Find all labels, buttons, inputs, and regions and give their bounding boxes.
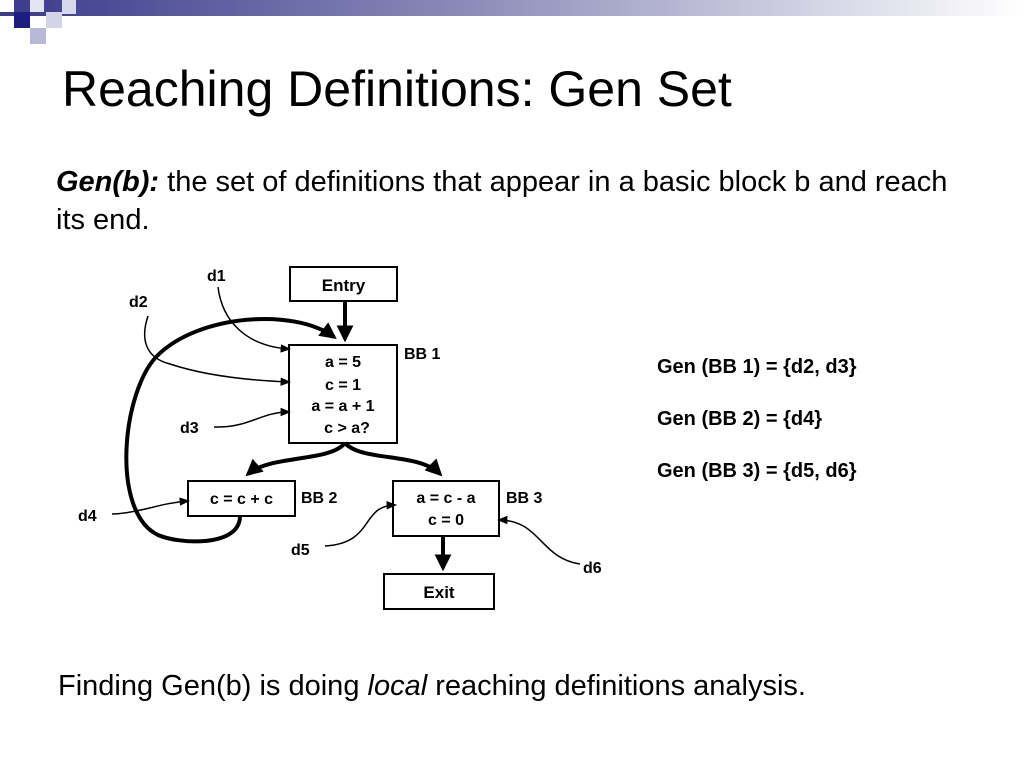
d1-pointer bbox=[217, 286, 292, 353]
footer-before: Finding Gen(b) is doing bbox=[58, 670, 368, 702]
bb2-label: BB 2 bbox=[301, 490, 338, 507]
edge-bb2-bb1-loop bbox=[124, 317, 337, 544]
d4-label: d4 bbox=[78, 508, 97, 525]
bb2-line-1: c = c + c bbox=[210, 491, 273, 508]
definition-term: Gen(b): bbox=[56, 166, 160, 198]
bb3-block bbox=[392, 480, 500, 537]
slide-title: Reaching Definitions: Gen Set bbox=[62, 61, 732, 117]
definition-text: the set of definitions that appear in a … bbox=[56, 166, 948, 236]
bb1-line-2: c = 1 bbox=[325, 377, 361, 394]
d3-pointer bbox=[213, 407, 292, 428]
gen-set-bb2: Gen (BB 2) = {d4} bbox=[657, 408, 823, 430]
d2-pointer bbox=[144, 315, 292, 386]
edge-bb1-bb3 bbox=[343, 441, 443, 477]
bb3-line-1: a = c - a bbox=[416, 490, 475, 507]
footer-emphasis: local bbox=[367, 670, 428, 702]
entry-label: Entry bbox=[322, 276, 366, 295]
d3-label: d3 bbox=[180, 420, 199, 437]
gen-set-list: Gen (BB 1) = {d2, d3} Gen (BB 2) = {d4} … bbox=[657, 352, 857, 508]
gen-definition: Gen(b): the set of definitions that appe… bbox=[56, 163, 976, 239]
gen-set-bb3: Gen (BB 3) = {d5, d6} bbox=[657, 460, 857, 482]
bb3-label: BB 3 bbox=[506, 490, 543, 507]
d5-pointer bbox=[324, 501, 398, 547]
d5-label: d5 bbox=[291, 542, 310, 559]
d6-label: d6 bbox=[583, 560, 602, 577]
exit-label: Exit bbox=[423, 583, 455, 602]
entry-node bbox=[289, 266, 398, 302]
bb1-line-1: a = 5 bbox=[325, 354, 361, 371]
footer-note: Finding Gen(b) is doing local reaching d… bbox=[58, 670, 806, 703]
bb1-line-3: a = a + 1 bbox=[311, 398, 374, 415]
d6-pointer bbox=[496, 515, 581, 565]
d2-label: d2 bbox=[129, 294, 148, 311]
bb3-line-2: c = 0 bbox=[428, 512, 464, 529]
header-gradient-bar bbox=[0, 0, 1024, 44]
bb1-line-4: c > a? bbox=[324, 420, 370, 437]
edge-bb1-bb2 bbox=[245, 441, 347, 477]
d1-label: d1 bbox=[207, 268, 226, 285]
bb1-block bbox=[288, 344, 398, 444]
d4-pointer bbox=[111, 497, 191, 515]
exit-node bbox=[383, 573, 495, 610]
gen-set-bb1: Gen (BB 1) = {d2, d3} bbox=[657, 356, 857, 378]
footer-after: reaching definitions analysis. bbox=[427, 670, 806, 702]
bb1-label: BB 1 bbox=[404, 346, 441, 363]
